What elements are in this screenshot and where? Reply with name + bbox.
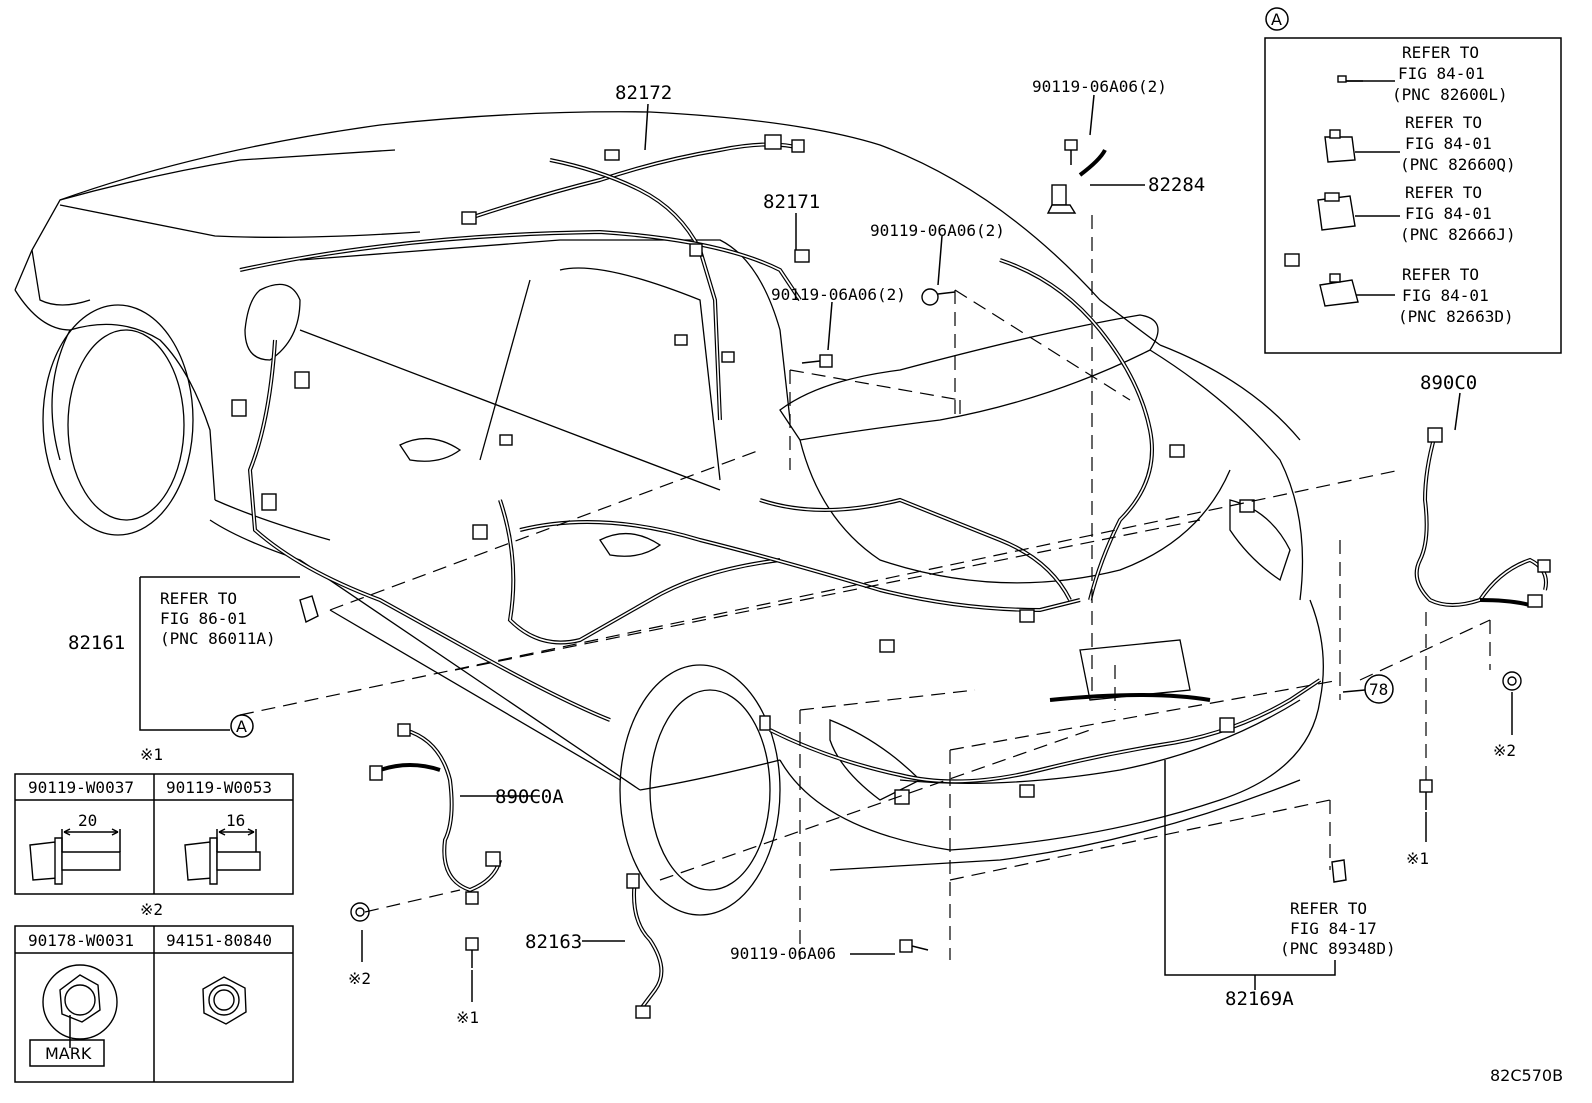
- refer86-line1: REFER TO: [160, 589, 237, 608]
- bolt-icon: [1419, 779, 1433, 810]
- bracket-icon: [1046, 204, 1077, 214]
- flange-bolt-icon: [29, 828, 121, 885]
- table2-part-2: 94151-80840: [166, 931, 272, 950]
- legend-item-4: REFER TO FIG 84-01 (PNC 82663D): [1319, 265, 1514, 326]
- svg-text:(PNC 82600L): (PNC 82600L): [1392, 85, 1508, 104]
- label-bolt-top-b: 90119-06A06(2): [870, 221, 1005, 240]
- bolt-icon: [899, 939, 929, 953]
- legend-item-1: REFER TO FIG 84-01 (PNC 82600L): [1337, 43, 1508, 104]
- table1-dim-2: 16: [226, 811, 245, 830]
- label-bolt-top-c: 90119-06A06(2): [771, 285, 906, 304]
- table1-dim-1: 20: [78, 811, 97, 830]
- svg-text:FIG 84-01: FIG 84-01: [1402, 286, 1489, 305]
- harness-connectors: [231, 134, 1551, 1019]
- marker-a: A: [236, 717, 247, 736]
- relay-bracket-icon: [1319, 279, 1359, 307]
- nut-icon: [350, 902, 370, 922]
- flange-nut-icon: [42, 964, 118, 1048]
- hex-nut-icon: [202, 976, 247, 1025]
- svg-text:(PNC 82666J): (PNC 82666J): [1400, 225, 1516, 244]
- part-labels: 82172 82171 82284 90119-06A06(2) 90119-0…: [68, 77, 1516, 1027]
- mark-1-right: ※1: [1406, 849, 1429, 868]
- label-82171: 82171: [763, 191, 820, 213]
- flange-bolt-icon: [184, 828, 261, 885]
- svg-text:(PNC 82663D): (PNC 82663D): [1398, 307, 1514, 326]
- refer8417-line3: (PNC 89348D): [1280, 939, 1396, 958]
- mark-2-right: ※2: [1493, 741, 1516, 760]
- legend-box-a: A REFER TO FIG 84-01 (PNC 82600L) REFER …: [1264, 7, 1562, 354]
- clip-icon: [299, 595, 319, 624]
- svg-text:REFER TO: REFER TO: [1402, 43, 1479, 62]
- refer8417-line2: FIG 84-17: [1290, 919, 1377, 938]
- label-82161: 82161: [68, 632, 125, 654]
- label-82284: 82284: [1148, 174, 1205, 196]
- relay-small-icon: [1337, 75, 1347, 83]
- label-890C0A: 890C0A: [495, 786, 564, 808]
- table2-mark-note: MARK: [45, 1044, 92, 1063]
- legend-marker-a: A: [1271, 10, 1282, 29]
- clip-icon: [1331, 859, 1347, 883]
- label-82172: 82172: [615, 82, 672, 104]
- label-890C0: 890C0: [1420, 372, 1477, 394]
- legend-item-2: REFER TO FIG 84-01 (PNC 82660Q): [1324, 113, 1516, 174]
- svg-text:FIG 84-01: FIG 84-01: [1405, 204, 1492, 223]
- alignment-lines: [239, 215, 1491, 960]
- reference-78: 78: [1369, 680, 1388, 699]
- refer-note-8417: REFER TO FIG 84-17 (PNC 89348D): [1280, 899, 1396, 958]
- bolt-icon: [465, 937, 479, 968]
- wire-harness: [239, 142, 1548, 1012]
- refer86-line3: (PNC 86011A): [160, 629, 276, 648]
- refer8417-line1: REFER TO: [1290, 899, 1367, 918]
- table1-part-2: 90119-W0053: [166, 778, 272, 797]
- svg-text:FIG 84-01: FIG 84-01: [1398, 64, 1485, 83]
- diagram-code: 82C570B: [1490, 1066, 1563, 1085]
- fastener-table-2: ※2 90178-W0031 94151-80840 MARK: [14, 900, 294, 1083]
- table1-part-1: 90119-W0037: [28, 778, 134, 797]
- mark-1-left: ※1: [456, 1008, 479, 1027]
- label-bolt-top-a: 90119-06A06(2): [1032, 77, 1167, 96]
- bolt-icon: [1064, 139, 1078, 165]
- fastener-table-1: ※1 90119-W0037 90119-W0053 20 16: [14, 745, 294, 895]
- table1-mark: ※1: [140, 745, 163, 764]
- label-82169A: 82169A: [1225, 988, 1294, 1010]
- fastener-icons: [299, 139, 1522, 968]
- svg-text:REFER TO: REFER TO: [1405, 183, 1482, 202]
- nut-icon: [1502, 671, 1522, 691]
- bolt-icon: [921, 288, 956, 306]
- svg-text:(PNC 82660Q): (PNC 82660Q): [1400, 155, 1516, 174]
- table2-part-1: 90178-W0031: [28, 931, 134, 950]
- legend-item-3: REFER TO FIG 84-01 (PNC 82666J): [1317, 183, 1516, 244]
- leader-lines: [139, 78, 1513, 1002]
- refer-note-86: REFER TO FIG 86-01 (PNC 86011A): [140, 576, 300, 648]
- relay-block-icon: [1324, 136, 1356, 163]
- bolt-icon: [801, 354, 833, 368]
- svg-text:FIG 84-01: FIG 84-01: [1405, 134, 1492, 153]
- svg-text:REFER TO: REFER TO: [1405, 113, 1482, 132]
- table2-mark: ※2: [140, 900, 163, 919]
- label-bolt-bottom: 90119-06A06: [730, 944, 836, 963]
- mark-2-left: ※2: [348, 969, 371, 988]
- refer86-line2: FIG 86-01: [160, 609, 247, 628]
- svg-text:REFER TO: REFER TO: [1402, 265, 1479, 284]
- label-82163: 82163: [525, 931, 582, 953]
